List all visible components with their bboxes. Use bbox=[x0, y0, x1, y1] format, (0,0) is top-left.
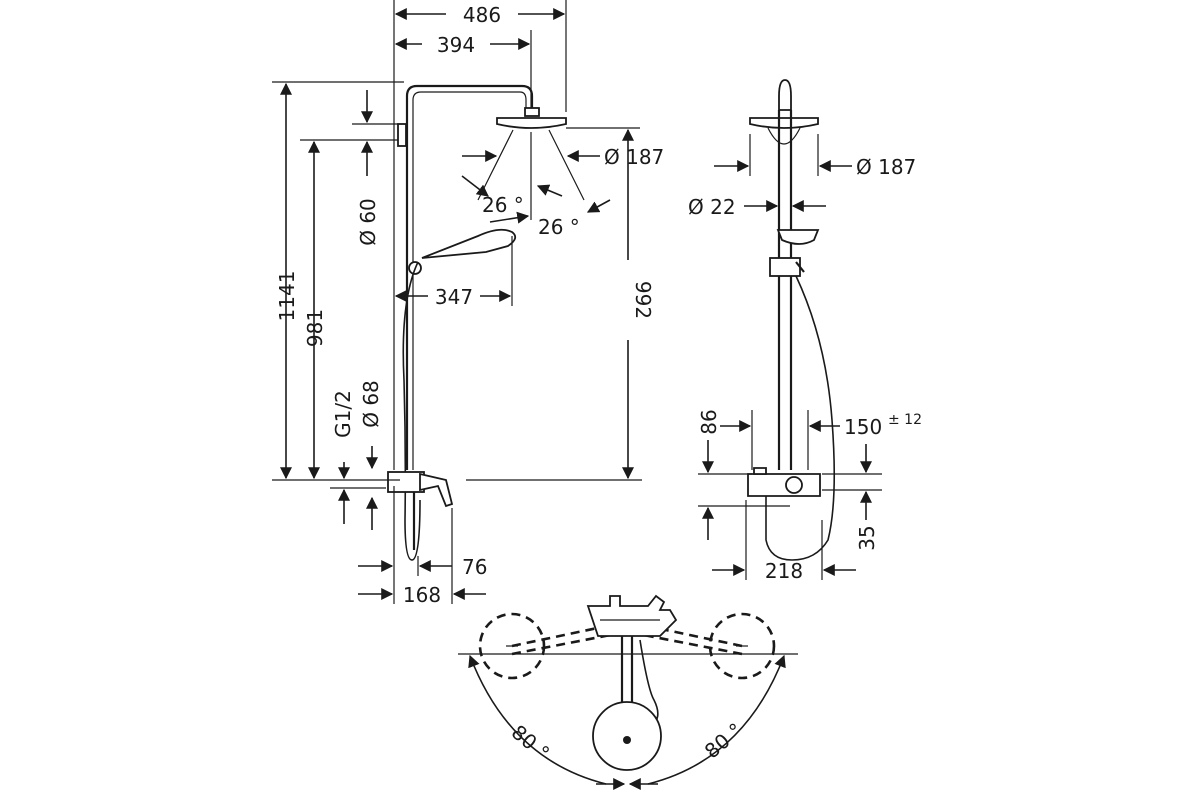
dim-218: 218 bbox=[765, 559, 803, 583]
dim-394: 394 bbox=[437, 33, 475, 57]
dim-swivel-right: 80 ° bbox=[700, 718, 747, 763]
dim-981: 981 bbox=[303, 309, 327, 347]
dim-dia-60: Ø 60 bbox=[356, 198, 380, 246]
dim-992: 992 bbox=[631, 281, 655, 319]
front-overhead-shower bbox=[749, 117, 819, 129]
dim-dia-187-side: Ø 187 bbox=[604, 145, 664, 169]
dim-dia-187-front: Ø 187 bbox=[856, 155, 916, 179]
dim-150-tolerance: ± 12 bbox=[888, 412, 922, 428]
front-hand-shower bbox=[776, 229, 820, 245]
front-hose bbox=[765, 275, 836, 561]
mixer-lever bbox=[419, 472, 454, 508]
front-top-cap bbox=[778, 79, 792, 111]
hand-shower bbox=[421, 228, 517, 259]
top-mixer bbox=[586, 594, 678, 637]
dim-1141: 1141 bbox=[275, 271, 299, 322]
dim-168: 168 bbox=[403, 583, 441, 607]
dim-86: 86 bbox=[697, 409, 721, 434]
riser-pipe bbox=[405, 84, 534, 470]
overhead-shower bbox=[496, 117, 567, 129]
dim-35: 35 bbox=[855, 525, 879, 550]
swivel-left-position bbox=[478, 612, 546, 680]
front-slider bbox=[769, 257, 801, 277]
front-view: Ø 187 Ø 22 86 150 ± 12 35 218 bbox=[688, 79, 922, 583]
dim-angle-right: 26 ° bbox=[538, 215, 580, 239]
swivel-right-position bbox=[708, 612, 776, 680]
shower-head-neck bbox=[524, 107, 540, 117]
wall-bracket bbox=[397, 123, 407, 147]
dim-g12: G1/2 bbox=[331, 390, 355, 438]
dim-150: 150 bbox=[844, 415, 882, 439]
dim-76: 76 bbox=[462, 555, 487, 579]
top-view: 80 ° 80 ° bbox=[458, 594, 798, 790]
dim-dia-68: Ø 68 bbox=[359, 380, 383, 428]
dim-angle-left: 26 ° bbox=[482, 193, 524, 217]
hose bbox=[402, 261, 421, 561]
side-view: 486 394 1141 981 Ø 60 Ø 187 26 ° 26 ° 99… bbox=[272, 0, 664, 607]
dim-486: 486 bbox=[463, 3, 501, 27]
dim-dia-22: Ø 22 bbox=[688, 195, 736, 219]
dim-347: 347 bbox=[435, 285, 473, 309]
front-mixer bbox=[747, 473, 821, 497]
